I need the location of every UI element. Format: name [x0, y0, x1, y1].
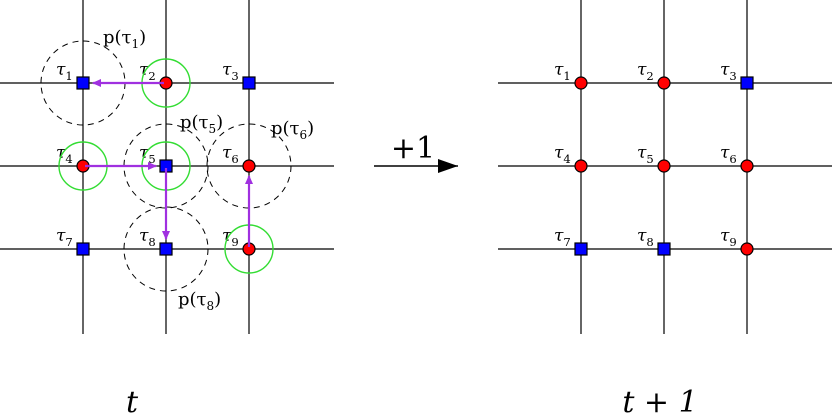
caption-t: t [126, 385, 139, 418]
right-task-9-circle-marker [740, 242, 754, 256]
region-boundary-5 [123, 123, 209, 209]
caption-t-plus-1: t + 1 [622, 385, 697, 418]
left-task-8-square-marker [159, 242, 173, 256]
right-task-6-circle-marker [740, 159, 754, 173]
region-label-5: p(τ5) [180, 112, 223, 136]
right-task-label-5: τ5 [637, 143, 654, 166]
region-boundary-8 [123, 206, 209, 292]
left-grid: τ1 τ2 τ3 τ4 τ5 τ6 τ7 τ8 τ9 p(τ1) p(τ5) p(τ6) p(τ8) t [0, 0, 334, 418]
right-task-1-circle-marker [574, 76, 588, 90]
region-boundary-6 [206, 123, 292, 209]
left-task-label-3: τ3 [222, 60, 239, 83]
right-task-label-6: τ6 [720, 143, 737, 166]
right-task-label-7: τ7 [554, 226, 571, 249]
left-task-7-square-marker [76, 242, 90, 256]
left-task-label-2: τ2 [139, 60, 156, 83]
left-task-3-square-marker [242, 76, 256, 90]
right-task-label-3: τ3 [720, 60, 737, 83]
right-task-label-2: τ2 [637, 60, 654, 83]
right-task-label-4: τ4 [554, 143, 571, 166]
transition-group: +1 [374, 131, 458, 173]
region-label-1: p(τ1) [103, 27, 146, 51]
left-task-1-square-marker [76, 76, 90, 90]
left-task-6-circle-marker [242, 159, 256, 173]
left-task-label-5: τ5 [139, 143, 156, 166]
left-task-label-7: τ7 [56, 226, 73, 249]
region-label-8: p(τ8) [178, 289, 221, 313]
right-task-8-square-marker [657, 242, 671, 256]
region-label-6: p(τ6) [271, 118, 314, 142]
right-task-label-8: τ8 [637, 226, 654, 249]
right-task-2-circle-marker [657, 76, 671, 90]
right-grid: τ1 τ2 τ3 τ4 τ5 τ6 τ7 τ8 τ9 t + 1 [498, 0, 832, 418]
right-task-label-1: τ1 [554, 60, 571, 83]
right-task-4-circle-marker [574, 159, 588, 173]
right-task-5-circle-marker [657, 159, 671, 173]
left-task-label-6: τ6 [222, 143, 239, 166]
left-task-label-1: τ1 [56, 60, 73, 83]
left-task-label-4: τ4 [56, 143, 73, 166]
right-task-label-9: τ9 [720, 226, 737, 249]
right-task-7-square-marker [574, 242, 588, 256]
transition-label: +1 [391, 131, 435, 166]
left-task-label-9: τ9 [222, 226, 239, 249]
right-task-3-square-marker [740, 76, 754, 90]
left-task-label-8: τ8 [139, 226, 156, 249]
